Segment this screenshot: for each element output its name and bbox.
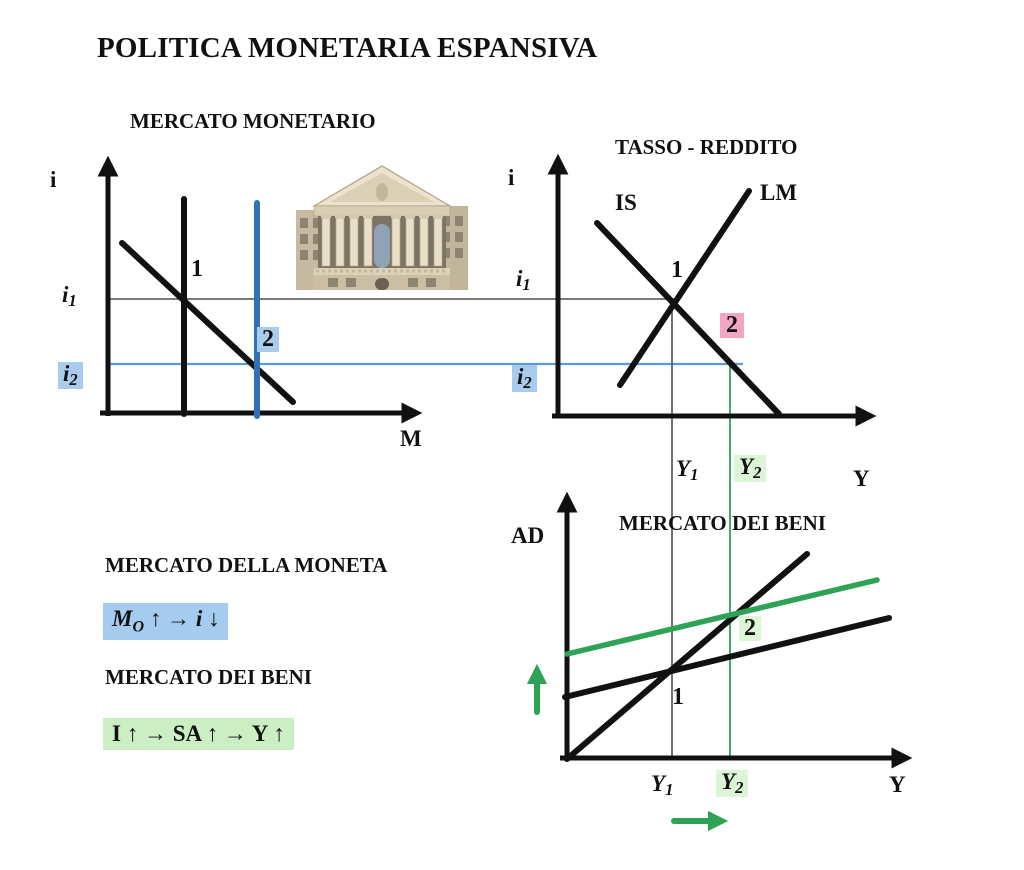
islm-y2-label: Y2 xyxy=(734,454,767,482)
islm-point1-label: 1 xyxy=(671,257,683,283)
page-title: POLITICA MONETARIA ESPANSIVA xyxy=(97,32,598,64)
is-curve xyxy=(594,220,782,417)
money-y-axis-label: i xyxy=(50,167,57,192)
islm-x-axis-label: Y xyxy=(853,466,870,491)
goods-x-axis-label: Y xyxy=(889,772,906,797)
goods-note-heading: MERCATO DEI BENI xyxy=(105,665,312,689)
goods-y-axis-label: AD xyxy=(511,523,545,548)
money-market-title: MERCATO MONETARIO xyxy=(130,109,376,133)
lm-curve xyxy=(617,188,752,388)
money-note-formula: MO ↑ → i ↓ xyxy=(103,603,229,641)
is-curve-label: IS xyxy=(615,190,637,215)
money-i1-label: i1 xyxy=(62,282,77,311)
goods-market-title: MERCATO DEI BENI xyxy=(619,511,826,535)
ad2-curve xyxy=(564,577,880,657)
islm-title: TASSO - REDDITO xyxy=(615,135,798,159)
45-degree-line xyxy=(564,551,810,762)
ad1-curve xyxy=(562,615,892,700)
money-supply2-point-label: 2 xyxy=(257,326,279,353)
central-bank-building-image xyxy=(296,165,468,290)
goods-y2-label: Y2 xyxy=(716,769,749,797)
money-demand-curve xyxy=(119,240,296,405)
islm-point2-label: 2 xyxy=(720,312,744,339)
goods-point2-label: 2 xyxy=(739,615,761,642)
islm-y-axis-label: i xyxy=(508,165,515,190)
goods-note-formula: I ↑ → SA ↑ → Y ↑ xyxy=(103,718,294,751)
money-supply1-point-label: 1 xyxy=(191,256,203,282)
money-i2-label: i2 xyxy=(58,361,83,389)
money-x-axis-label: M xyxy=(400,426,422,451)
goods-y1-label: Y1 xyxy=(651,771,674,800)
islm-i2-label: i2 xyxy=(512,364,537,392)
goods-point1-label: 1 xyxy=(672,684,684,710)
islm-y1-label: Y1 xyxy=(676,456,699,485)
lm-curve-label: LM xyxy=(760,180,798,205)
islm-i1-label: i1 xyxy=(516,266,531,295)
money-note-heading: MERCATO DELLA MONETA xyxy=(105,553,388,577)
